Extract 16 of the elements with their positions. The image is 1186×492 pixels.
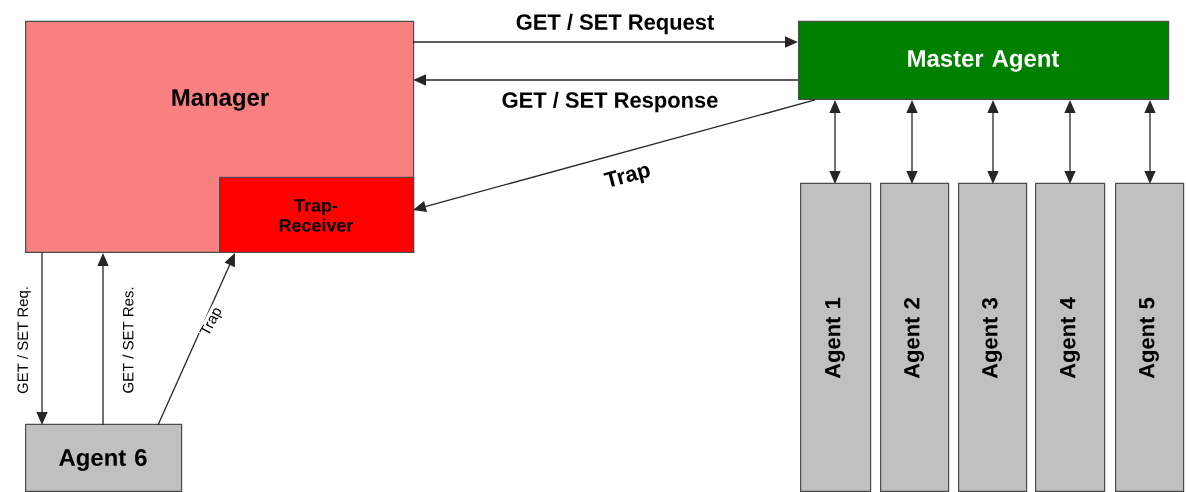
arrow [413,99,816,213]
receiver-box: Trap- Receiver [219,176,415,253]
edge-label: GET / SET Request [514,12,716,36]
agent-box: Agent 5 [1115,182,1185,492]
edge-label: GET / SET Res. [121,285,135,395]
agent-box: Master Agent [798,20,1170,100]
agent-box: Agent 2 [880,182,950,492]
edge-label: GET / SET Req. [16,285,32,395]
edge-label: Trap [601,160,655,194]
edge-label: Trap [197,304,227,340]
agent-box: Agent 1 [800,182,872,492]
agent-box: Agent 3 [958,182,1028,492]
agent-box: Agent 4 [1035,182,1106,492]
edge-label: GET / SET Response [500,90,720,114]
agent-box: Agent 6 [25,423,183,492]
arrow [157,253,235,426]
